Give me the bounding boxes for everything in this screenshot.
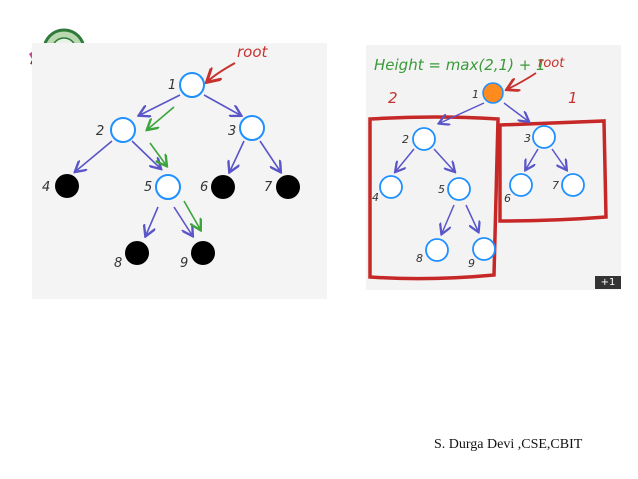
root-label: root xyxy=(237,43,269,61)
node-label: 6 xyxy=(504,192,511,205)
root-pointer-arrow xyxy=(508,72,537,89)
tree-node xyxy=(561,173,585,197)
tree-node xyxy=(412,127,436,151)
right-subtree-box xyxy=(498,119,608,223)
left-subtree-box xyxy=(368,115,500,281)
node-label: 9 xyxy=(180,256,188,271)
author-credit: S. Durga Devi ,CSE,CBIT xyxy=(434,437,583,452)
tree-node xyxy=(425,238,449,262)
node-label: 7 xyxy=(552,179,559,192)
tree-node xyxy=(447,177,471,201)
height-formula: Height = max(2,1) + 1 xyxy=(374,56,546,74)
node-label: 5 xyxy=(438,183,445,196)
tree-node xyxy=(110,117,136,143)
tree-node xyxy=(379,175,403,199)
tree-node xyxy=(155,174,181,200)
tree-node xyxy=(179,72,205,98)
tree-node xyxy=(509,173,533,197)
root-pointer-arrow xyxy=(208,62,236,81)
video-overlay-badge: +1 xyxy=(595,276,621,289)
tree-node xyxy=(239,115,265,141)
node-label: 9 xyxy=(468,257,475,270)
leaf-node xyxy=(55,174,79,198)
binary-tree-diagram: root 1 2 3 4 xyxy=(32,43,327,299)
tree-height-diagram: Height = max(2,1) + 1 root 2 1 xyxy=(366,45,621,290)
node-label: 2 xyxy=(402,133,409,146)
node-label: 8 xyxy=(114,256,122,271)
leaf-node xyxy=(211,175,235,199)
node-label: 3 xyxy=(524,132,531,145)
node-label: 8 xyxy=(416,252,423,265)
left-subtree-height: 2 xyxy=(388,89,398,107)
node-label: 4 xyxy=(42,180,50,195)
leaf-node xyxy=(276,175,300,199)
node-label: 1 xyxy=(168,78,176,93)
leaf-node xyxy=(125,241,149,265)
node-label: 7 xyxy=(264,180,273,195)
right-subtree-height: 1 xyxy=(568,89,578,107)
node-label: 2 xyxy=(96,124,104,139)
root-node xyxy=(482,82,504,104)
node-label: 5 xyxy=(144,180,152,195)
node-label: 4 xyxy=(372,191,379,204)
tree-node xyxy=(472,237,496,261)
tree-node xyxy=(532,125,556,149)
node-label: 3 xyxy=(228,124,236,139)
node-label: 1 xyxy=(472,88,479,101)
node-label: 6 xyxy=(200,180,208,195)
leaf-node xyxy=(191,241,215,265)
root-label: root xyxy=(538,56,565,71)
